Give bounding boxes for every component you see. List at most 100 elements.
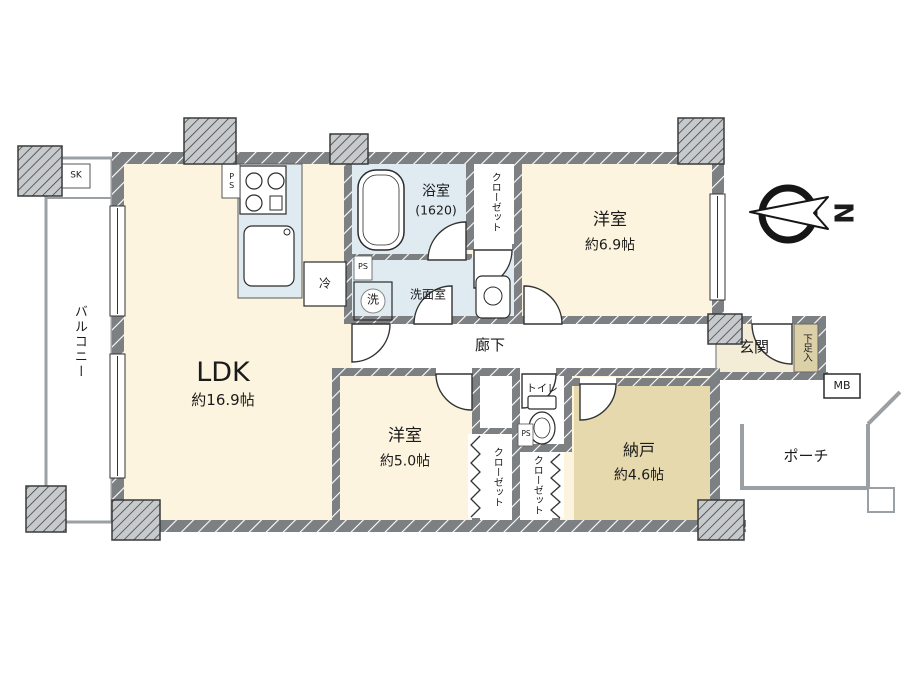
- wall-closet-left-top: [472, 428, 520, 434]
- wash-basin: [475, 275, 511, 319]
- kitchen-faucet: [283, 228, 291, 236]
- label-sk: SK: [70, 170, 82, 181]
- wall-bedroom2-left: [332, 368, 340, 520]
- bathtub: [357, 169, 405, 251]
- wall-bath-bottom: [344, 254, 472, 260]
- label-ps-bath: PS: [358, 261, 368, 271]
- closet-left-door-gap: [468, 434, 482, 518]
- door-ldk-hall: [351, 323, 391, 363]
- wall-entrance-bottom: [712, 372, 828, 380]
- closet-folding-doors: [468, 434, 564, 519]
- anteroom-floor: [480, 376, 512, 428]
- wall-storage-top: [566, 378, 716, 386]
- closet-right-floor: [520, 452, 552, 520]
- label-toilet: トイレ: [526, 382, 558, 395]
- closet-right-bifold: [550, 453, 561, 519]
- closet-left-floor: [480, 434, 512, 520]
- hallway-floor: [352, 324, 716, 368]
- stove-burner-2: [267, 172, 285, 190]
- pillar-top-right: [677, 117, 725, 165]
- fixtures: [221, 163, 861, 447]
- balcony-outline: [44, 156, 114, 524]
- label-storage-size: 約4.6帖: [613, 467, 665, 484]
- label-bedroom1-name: 洋室: [593, 210, 627, 231]
- wall-bottom: [112, 520, 746, 532]
- stove: [239, 165, 287, 215]
- label-bedroom1-size: 約6.9帖: [584, 237, 636, 254]
- label-porch: ポーチ: [783, 447, 829, 466]
- label-closet-top: クローゼット: [489, 172, 501, 232]
- gap-closet-top-door: [474, 243, 512, 251]
- wall-closet-top-left: [466, 158, 474, 250]
- door-bedroom1: [523, 285, 563, 325]
- stove-grill: [269, 195, 283, 211]
- label-shoe-box: 下足入: [800, 333, 812, 363]
- gap-storage-door: [580, 377, 616, 387]
- windows: [109, 193, 726, 479]
- porch-diagonal-wall: [866, 390, 902, 426]
- door-washroom: [413, 285, 453, 325]
- label-balcony: バルコニー: [71, 304, 87, 380]
- label-bedroom2-size: 約5.0帖: [379, 453, 431, 470]
- gap-bedroom2-door: [436, 367, 472, 377]
- closet-left-bifold: [470, 435, 481, 518]
- closet-top-floor: [474, 162, 514, 246]
- pillar-bottom-left: [111, 499, 161, 541]
- refrigerator-space: [303, 261, 347, 307]
- wall-washroom-left: [344, 260, 352, 322]
- wall-top: [112, 152, 724, 164]
- pillars: [17, 117, 745, 541]
- kitchen-sink: [243, 225, 295, 287]
- pillar-bottom-right: [697, 499, 745, 541]
- stove-burner-3: [245, 194, 263, 212]
- wall-storage-right: [710, 376, 720, 524]
- wall-entrance-right: [818, 316, 826, 380]
- gap-front-door: [752, 315, 792, 325]
- outdoor-areas: [44, 156, 902, 524]
- toilet-tank: [527, 395, 557, 410]
- pillar-top-left: [183, 117, 237, 165]
- washing-machine: [353, 281, 393, 321]
- door-front-entrance: [751, 323, 793, 365]
- wash-basin-bowl: [483, 286, 503, 306]
- label-bedroom2-name: 洋室: [388, 426, 422, 447]
- label-bath-name: 浴室: [422, 183, 450, 200]
- label-storage-name: 納戸: [622, 440, 656, 460]
- label-bath-size: (1620): [415, 202, 457, 218]
- door-storage: [579, 383, 617, 421]
- label-hallway: 廊下: [474, 336, 506, 355]
- porch-outline: [740, 424, 870, 490]
- porch-step: [867, 487, 895, 513]
- pillar-entrance: [707, 313, 743, 345]
- stove-burner-1: [245, 172, 263, 190]
- door-bedroom2: [435, 373, 473, 411]
- washing-machine-drum: [360, 288, 386, 314]
- compass: [749, 184, 829, 244]
- wall-toilet-right: [564, 374, 572, 452]
- closet-right-door-gap: [550, 452, 564, 518]
- wall-closet-divider: [512, 428, 520, 520]
- label-ps-toilet: PS: [521, 429, 531, 439]
- label-entrance: 玄関: [738, 338, 770, 357]
- gap-toilet-door: [520, 367, 556, 377]
- label-fridge: 冷: [318, 276, 332, 291]
- label-ps-kitchen: PS: [227, 172, 237, 190]
- compass-needle: [749, 196, 829, 230]
- wall-bath-left: [344, 158, 352, 260]
- meter-box: [823, 373, 861, 399]
- pillar-balcony-top: [17, 145, 63, 197]
- label-ldk-name: LDK: [196, 356, 250, 388]
- label-closet-right: クローゼット: [531, 455, 543, 515]
- pipe-space-bath: [353, 255, 373, 281]
- label-mb: MB: [833, 379, 851, 393]
- label-ldk-size: 約16.9帖: [191, 391, 255, 410]
- pipe-space-toilet: [517, 423, 534, 447]
- bathtub-inner: [362, 174, 400, 246]
- label-closet-left: クローゼット: [491, 447, 503, 507]
- shoe-box: [793, 323, 819, 373]
- wall-toilet-bottom: [512, 444, 572, 452]
- wall-bedroom1-left: [514, 158, 522, 324]
- door-bath: [427, 221, 467, 261]
